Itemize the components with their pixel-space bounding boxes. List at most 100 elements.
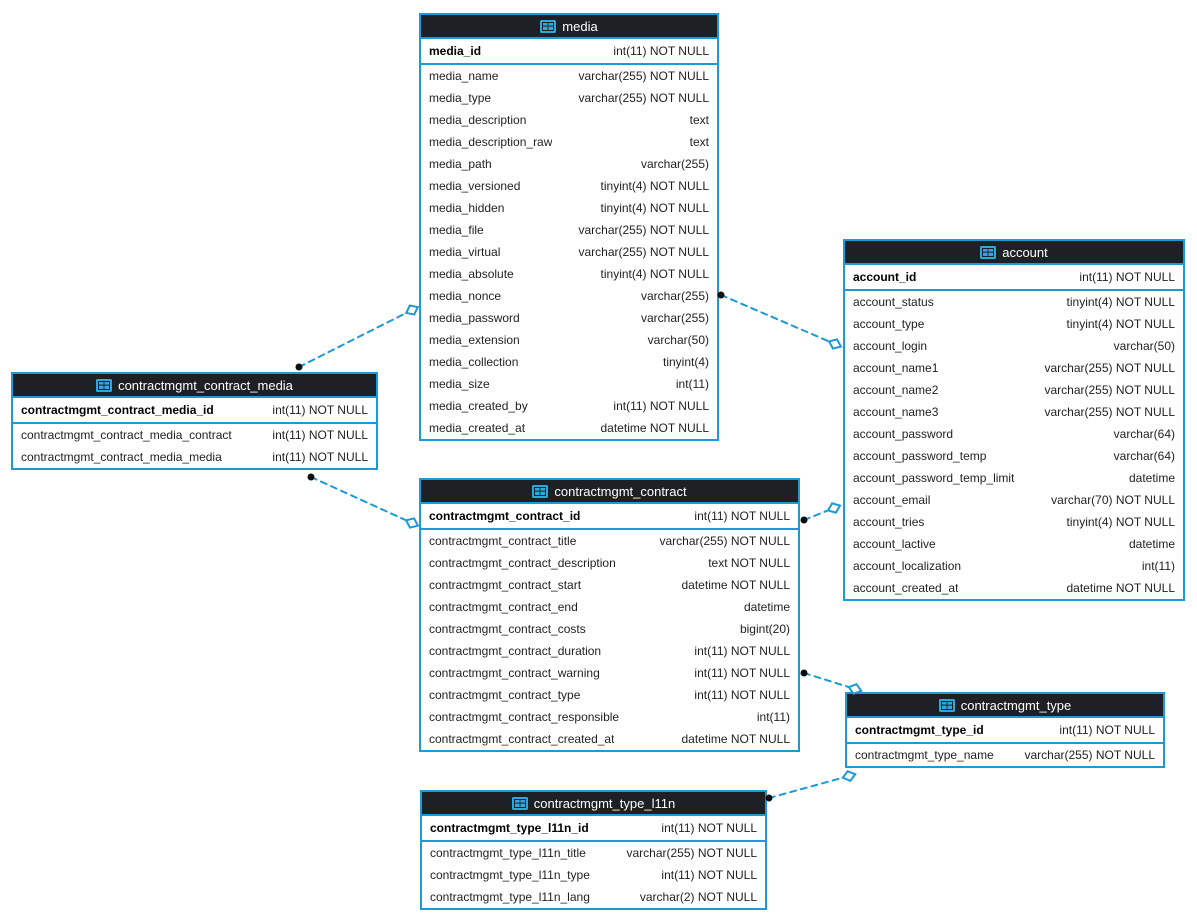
column-row-media_file: media_file varchar(255) NOT NULL (421, 219, 717, 241)
column-type: int(11) (756, 710, 790, 724)
column-type: varchar(64) (1113, 449, 1175, 463)
table-header-contractmgmt_type[interactable]: contractmgmt_type (847, 694, 1163, 718)
relationship-diamond-end (841, 769, 857, 783)
column-name: contractmgmt_contract_created_at (429, 732, 615, 746)
column-type: varchar(255) (640, 289, 709, 303)
table-header-contractmgmt_contract[interactable]: contractmgmt_contract (421, 480, 798, 504)
table-grid-icon (511, 796, 528, 810)
column-type: datetime NOT NULL (1066, 581, 1176, 595)
column-row-media_created_by: media_created_by int(11) NOT NULL (421, 395, 717, 417)
column-type: varchar(255) NOT NULL (578, 91, 710, 105)
column-type: varchar(255) NOT NULL (578, 245, 710, 259)
relationship-dot-end (295, 363, 303, 371)
table-header-contractmgmt_type_l11n[interactable]: contractmgmt_type_l11n (422, 792, 765, 816)
column-type: datetime NOT NULL (600, 421, 710, 435)
column-type: text (689, 113, 709, 127)
column-name: account_lactive (853, 537, 936, 551)
column-type: tinyint(4) NOT NULL (1066, 295, 1175, 309)
column-type: int(11) NOT NULL (694, 644, 790, 658)
column-type: bigint(20) (739, 622, 790, 636)
column-name: media_created_by (429, 399, 528, 413)
column-type: varchar(255) NOT NULL (578, 69, 710, 83)
column-row-account_lactive: account_lactive datetime (845, 533, 1183, 555)
table-header-media[interactable]: media (421, 15, 717, 39)
table-title: media (562, 18, 598, 34)
relationship-line (803, 672, 856, 690)
column-type: int(11) NOT NULL (694, 509, 790, 523)
column-name: media_id (429, 44, 482, 58)
column-name: contractmgmt_contract_end (429, 600, 578, 614)
column-name: contractmgmt_contract_media_id (21, 403, 214, 417)
column-name: contractmgmt_type_l11n_type (430, 868, 590, 882)
column-type: varchar(255) NOT NULL (578, 223, 710, 237)
column-name: media_type (429, 91, 492, 105)
column-type: varchar(64) (1113, 427, 1175, 441)
column-name: contractmgmt_type_l11n_lang (430, 890, 590, 904)
table-contractmgmt_contract[interactable]: contractmgmt_contract contractmgmt_contra… (419, 478, 800, 752)
table-contractmgmt_type_l11n[interactable]: contractmgmt_type_l11n contractmgmt_type_… (420, 790, 767, 910)
column-type: varchar(255) NOT NULL (1024, 748, 1156, 762)
column-name: account_email (853, 493, 931, 507)
column-type: varchar(70) NOT NULL (1051, 493, 1175, 507)
column-type: int(11) NOT NULL (661, 821, 757, 835)
table-header-contractmgmt_contract_media[interactable]: contractmgmt_contract_media (13, 374, 376, 398)
table-title: contractmgmt_type_l11n (533, 795, 676, 811)
column-type: datetime (1128, 537, 1175, 551)
column-type: varchar(50) (647, 333, 709, 347)
relationship-diamond-end (404, 517, 420, 529)
column-name: media_collection (429, 355, 519, 369)
column-type: int(11) NOT NULL (613, 399, 709, 413)
column-name: account_tries (853, 515, 925, 529)
column-name: media_file (429, 223, 484, 237)
table-header-account[interactable]: account (845, 241, 1183, 265)
column-row-account_email: account_email varchar(70) NOT NULL (845, 489, 1183, 511)
column-name: account_login (853, 339, 928, 353)
column-type: varchar(255) (640, 311, 709, 325)
column-name: account_name3 (853, 405, 939, 419)
column-type: datetime (743, 600, 790, 614)
column-type: int(11) NOT NULL (272, 450, 368, 464)
column-type: text (689, 135, 709, 149)
table-grid-icon (540, 19, 557, 33)
relationship-contractmgmt_contract_media-to-media (295, 304, 420, 371)
column-name: media_password (429, 311, 520, 325)
column-type: tinyint(4) NOT NULL (1066, 317, 1175, 331)
column-name: contractmgmt_contract_media_media (21, 450, 222, 464)
table-contractmgmt_contract_media[interactable]: contractmgmt_contract_media contractmgmt_… (11, 372, 378, 470)
column-type: text NOT NULL (708, 556, 790, 570)
relationship-diamond-end (827, 338, 843, 350)
